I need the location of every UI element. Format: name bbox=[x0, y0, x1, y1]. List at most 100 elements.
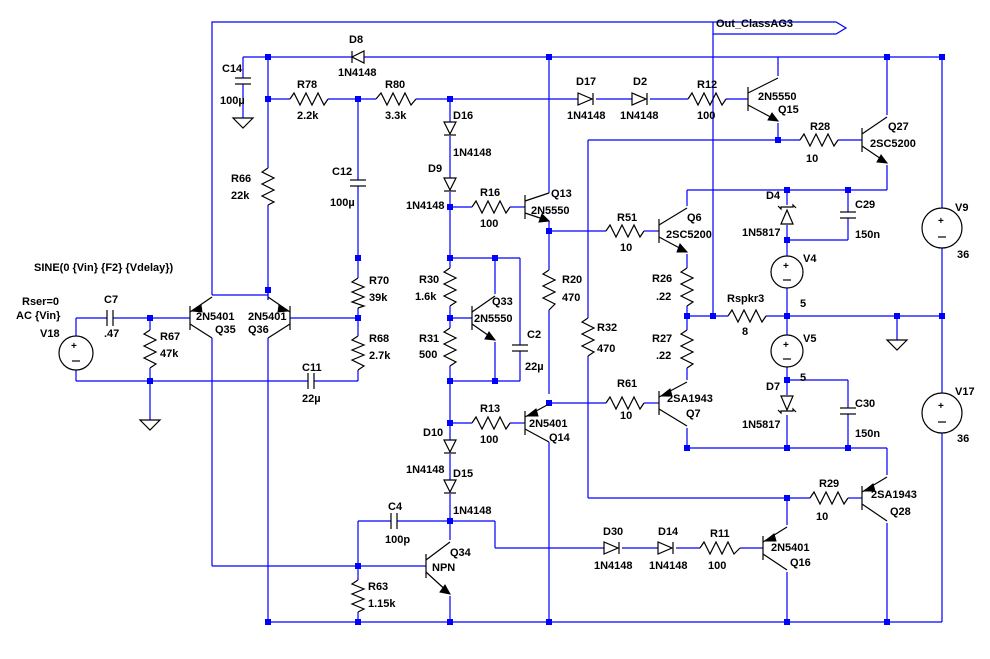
resistor-r13 bbox=[471, 415, 511, 431]
label-c29-value: 150n bbox=[855, 229, 880, 241]
label-r63-value: 1.15k bbox=[368, 598, 396, 610]
source-spec-sine: SINE(0 {Vin} {F2} {Vdelay}) bbox=[34, 262, 174, 274]
label-r30-value: 1.6k bbox=[415, 291, 437, 303]
capacitor-c12 bbox=[350, 179, 366, 187]
label-d4-name: D4 bbox=[766, 190, 781, 202]
label-q33-name: Q33 bbox=[492, 296, 513, 308]
label-d16-value: 1N4148 bbox=[453, 147, 492, 159]
resistor-r67 bbox=[142, 329, 158, 369]
label-q16-value: 2N5401 bbox=[771, 542, 810, 554]
diode-d7 bbox=[777, 395, 797, 415]
capacitor-c7 bbox=[106, 310, 114, 326]
transistor-q33 bbox=[471, 295, 497, 341]
label-q35-value: 2N5401 bbox=[196, 311, 235, 323]
label-d16-name: D16 bbox=[453, 110, 473, 122]
label-c30-value: 150n bbox=[855, 428, 880, 440]
label-q35-name: Q35 bbox=[215, 324, 236, 336]
capacitor-c2 bbox=[512, 344, 528, 352]
label-d9-name: D9 bbox=[428, 163, 442, 175]
resistor-r31 bbox=[442, 327, 458, 367]
svg-text:+: + bbox=[938, 216, 944, 227]
label-d15-name: D15 bbox=[453, 468, 473, 480]
label-q16-name: Q16 bbox=[790, 557, 811, 569]
resistor-r63 bbox=[350, 579, 366, 613]
label-d7-name: D7 bbox=[766, 381, 780, 393]
label-q6-name: Q6 bbox=[687, 212, 702, 224]
label-q6-value: 2SC5200 bbox=[666, 229, 712, 241]
label-r28-name: R28 bbox=[810, 121, 830, 133]
label-r78-value: 2.2k bbox=[297, 110, 319, 122]
label-r27-value: .22 bbox=[656, 350, 671, 362]
label-v17-value: 36 bbox=[957, 433, 969, 445]
label-r16-name: R16 bbox=[480, 187, 500, 199]
label-r68-name: R68 bbox=[369, 333, 389, 345]
transistor-q35 bbox=[189, 296, 213, 339]
svg-text:+: + bbox=[71, 341, 77, 352]
label-v4-name: V4 bbox=[803, 253, 817, 265]
label-r70-value: 39k bbox=[369, 292, 388, 304]
labels: Out_ClassAG3 SINE(0 {Vin} {F2} {Vdelay})… bbox=[16, 18, 975, 610]
label-d8-value: 1N4148 bbox=[338, 67, 377, 79]
label-c12-value: 100µ bbox=[330, 197, 355, 209]
resistor-r27 bbox=[679, 329, 695, 369]
transistor-q36 bbox=[267, 296, 291, 339]
resistor-r68 bbox=[350, 335, 366, 371]
label-c14-value: 100µ bbox=[220, 95, 245, 107]
resistor-r78 bbox=[289, 91, 329, 107]
resistor-r30 bbox=[442, 267, 458, 307]
label-r67-name: R67 bbox=[160, 331, 180, 343]
resistor-r16 bbox=[471, 199, 511, 215]
capacitor-c4 bbox=[390, 513, 398, 529]
label-q36-value: 2N5401 bbox=[248, 311, 287, 323]
grounds bbox=[138, 117, 909, 431]
resistor-r66 bbox=[260, 167, 276, 206]
wires bbox=[75, 21, 943, 623]
label-rspkr3-value: 8 bbox=[742, 326, 748, 338]
label-r66-name: R66 bbox=[231, 173, 251, 185]
label-r12-value: 100 bbox=[697, 110, 715, 122]
label-r51-value: 10 bbox=[620, 242, 632, 254]
label-rspkr3-name: Rspkr3 bbox=[727, 293, 764, 305]
label-q33-value: 2N5550 bbox=[474, 313, 513, 325]
label-r26-name: R26 bbox=[652, 273, 672, 285]
source-spec-rser: Rser=0 bbox=[22, 296, 59, 308]
label-c11-name: C11 bbox=[302, 362, 322, 374]
label-d4-value: 1N5817 bbox=[742, 227, 781, 239]
diode-d16 bbox=[443, 121, 457, 136]
label-r26-value: .22 bbox=[656, 291, 671, 303]
label-c14-name: C14 bbox=[222, 63, 243, 75]
label-r51-name: R51 bbox=[617, 212, 637, 224]
resistor-rspkr3 bbox=[727, 308, 767, 324]
transistor-q27 bbox=[861, 116, 889, 164]
label-d30-name: D30 bbox=[603, 526, 623, 538]
label-c12-name: C12 bbox=[332, 166, 352, 178]
label-d7-value: 1N5817 bbox=[742, 419, 781, 431]
label-q13-value: 2N5550 bbox=[531, 205, 570, 217]
capacitors bbox=[106, 77, 856, 529]
label-d17-name: D17 bbox=[576, 76, 596, 88]
label-c11-value: 22µ bbox=[302, 393, 321, 405]
label-v5-value: 5 bbox=[800, 372, 806, 384]
resistor-r28 bbox=[799, 132, 839, 148]
diode-d8 bbox=[350, 50, 365, 64]
label-q7-name: Q7 bbox=[686, 408, 701, 420]
label-c2-name: C2 bbox=[527, 329, 541, 341]
label-q28-value: 2SA1943 bbox=[871, 489, 917, 501]
label-r31-value: 500 bbox=[419, 349, 437, 361]
source-v5: + bbox=[770, 334, 804, 368]
source-spec-ac: AC {Vin} bbox=[16, 310, 61, 322]
label-r66-value: 22k bbox=[231, 190, 250, 202]
label-q27-value: 2SC5200 bbox=[870, 138, 916, 150]
label-r13-name: R13 bbox=[480, 403, 500, 415]
diode-d15 bbox=[443, 479, 457, 494]
label-r28-value: 10 bbox=[806, 153, 818, 165]
diode-d9 bbox=[443, 177, 457, 192]
label-r67-value: 47k bbox=[160, 348, 179, 360]
transistors bbox=[189, 77, 889, 595]
diode-d2 bbox=[631, 92, 648, 106]
label-r63-name: R63 bbox=[368, 581, 388, 593]
label-q36-name: Q36 bbox=[248, 324, 269, 336]
label-c2-value: 22µ bbox=[525, 361, 544, 373]
source-v4: + bbox=[770, 255, 804, 289]
